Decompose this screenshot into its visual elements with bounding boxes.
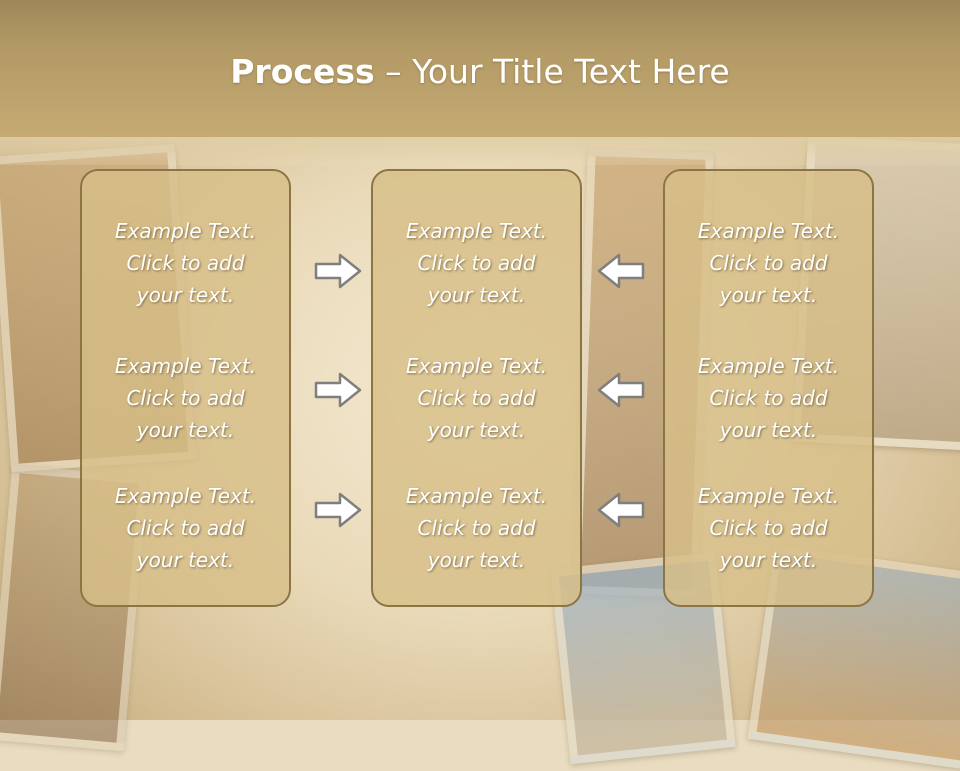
title-bar xyxy=(0,0,960,137)
left-arrow-icon xyxy=(597,492,645,528)
text-item[interactable]: Example Text. Click to add your text. xyxy=(697,354,840,442)
text-item[interactable]: Example Text. Click to add your text. xyxy=(114,484,257,572)
left-arrow-icon xyxy=(597,372,645,408)
right-arrow-icon xyxy=(314,492,362,528)
right-arrow-icon xyxy=(314,372,362,408)
slide-title[interactable]: Process – Your Title Text Here xyxy=(0,52,960,91)
process-box-3[interactable]: Example Text. Click to add your text. Ex… xyxy=(663,169,874,607)
text-item[interactable]: Example Text. Click to add your text. xyxy=(114,219,257,307)
title-strip xyxy=(0,137,960,165)
text-item[interactable]: Example Text. Click to add your text. xyxy=(114,354,257,442)
text-item[interactable]: Example Text. Click to add your text. xyxy=(405,484,548,572)
text-item[interactable]: Example Text. Click to add your text. xyxy=(697,219,840,307)
text-item[interactable]: Example Text. Click to add your text. xyxy=(697,484,840,572)
title-rest: – Your Title Text Here xyxy=(374,52,730,91)
left-arrow-icon xyxy=(597,253,645,289)
process-box-1[interactable]: Example Text. Click to add your text. Ex… xyxy=(80,169,291,607)
text-item[interactable]: Example Text. Click to add your text. xyxy=(405,219,548,307)
process-box-2[interactable]: Example Text. Click to add your text. Ex… xyxy=(371,169,582,607)
right-arrow-icon xyxy=(314,253,362,289)
title-bold: Process xyxy=(230,52,375,91)
text-item[interactable]: Example Text. Click to add your text. xyxy=(405,354,548,442)
